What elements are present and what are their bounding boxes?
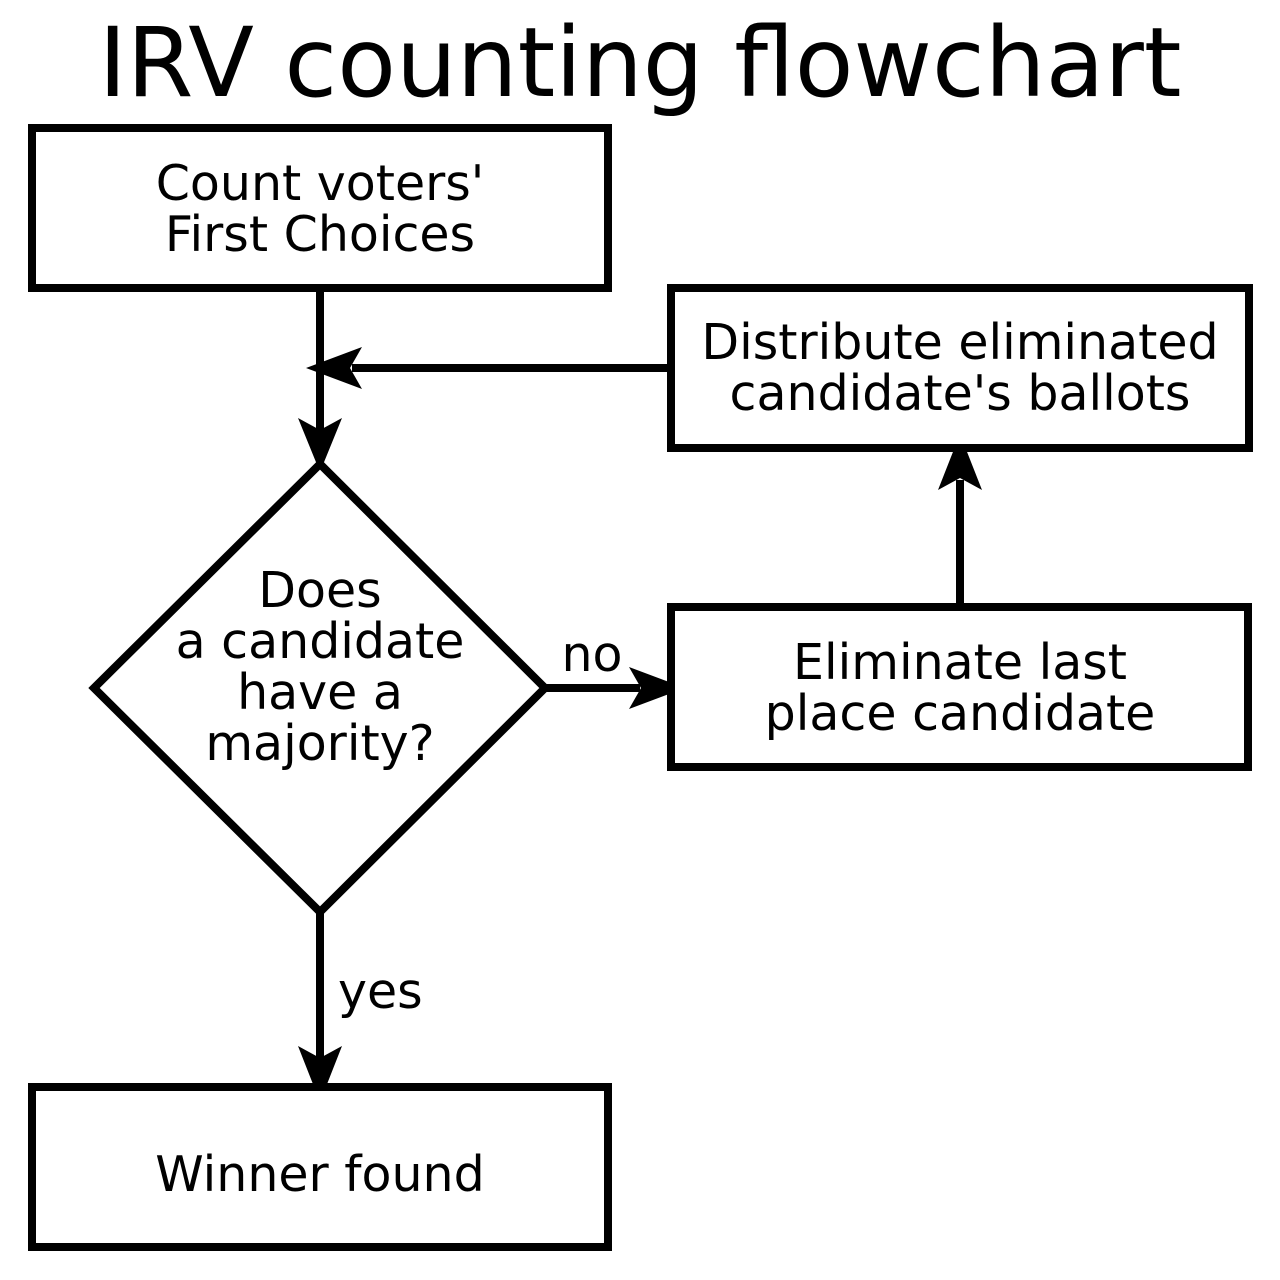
node-eliminate-line-2: place candidate (765, 685, 1156, 742)
edge-label-no: no (561, 626, 622, 683)
node-winner-line-1: Winner found (155, 1146, 484, 1203)
node-winner-box (28, 1083, 612, 1251)
node-decision-line-4: majority? (205, 715, 434, 772)
arrowhead-down-into-decision (298, 418, 342, 472)
node-decision-line-1: Does (258, 562, 381, 619)
node-majority-decision: Does a candidate have a majority? (88, 458, 551, 918)
arrowhead-left-into-merge (306, 347, 362, 389)
node-eliminate-last-place: Eliminate last place candidate (667, 603, 1252, 771)
arrowhead-down-into-winner (298, 1046, 342, 1102)
node-distribute-line-1: Distribute eliminated (701, 314, 1218, 371)
node-eliminate-line-1: Eliminate last (793, 634, 1127, 691)
arrowhead-up-into-distribute (938, 434, 982, 490)
node-count-line-1: Count voters' (156, 155, 485, 212)
node-distribute-box (667, 284, 1253, 452)
node-distribute-line-2: candidate's ballots (730, 365, 1191, 422)
diagram-title: IRV counting flowchart (98, 7, 1181, 119)
node-decision-line-2: a candidate (176, 613, 465, 670)
node-distribute-ballots: Distribute eliminated candidate's ballot… (667, 284, 1253, 452)
node-count-first-choices: Count voters' First Choices (28, 124, 612, 292)
node-winner-found: Winner found (28, 1083, 612, 1251)
edge-label-yes: yes (338, 963, 423, 1020)
arrowhead-right-into-eliminate (629, 667, 685, 709)
node-count-box (28, 124, 612, 292)
node-decision-diamond (88, 458, 551, 918)
node-eliminate-box (667, 603, 1252, 771)
node-decision-line-3: have a (237, 664, 403, 721)
node-count-line-2: First Choices (165, 206, 475, 263)
